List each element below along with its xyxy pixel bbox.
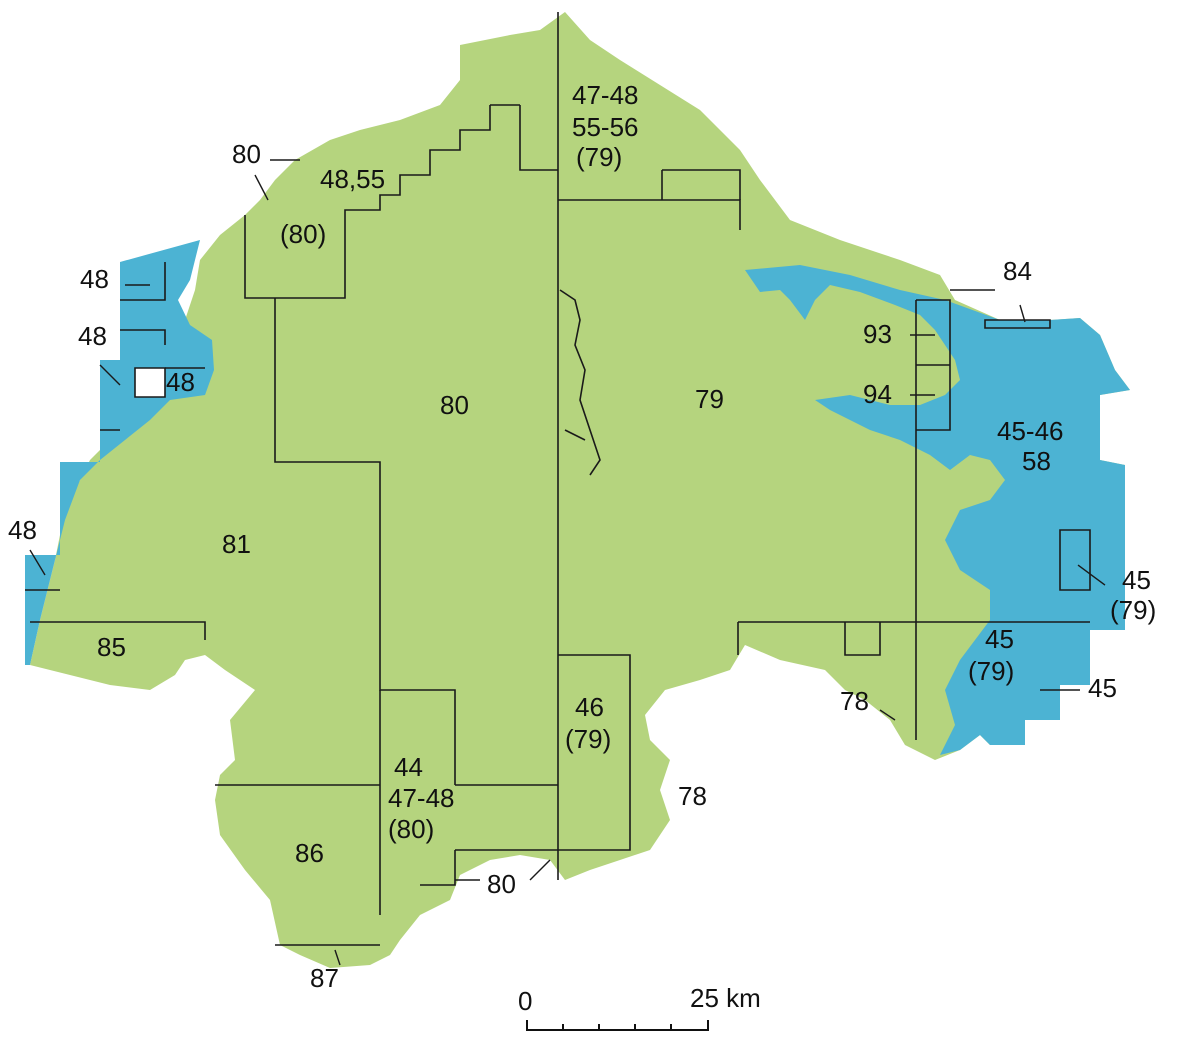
zone-label-44: 44 xyxy=(394,752,423,782)
zone-label-47-48-south: 47-48 xyxy=(388,783,455,813)
water-west xyxy=(25,240,214,665)
land-area xyxy=(30,12,1130,968)
zone-label-48-a: 48 xyxy=(80,264,109,294)
zone-label-55-56-north: 55-56 xyxy=(572,112,639,142)
zone-label-48-b: 48 xyxy=(78,321,107,351)
zone-label-78-a: 78 xyxy=(840,686,869,716)
zone-label-45-46: 45-46 xyxy=(997,416,1064,446)
zone-label-48-55: 48,55 xyxy=(320,164,385,194)
zone-label-46: 46 xyxy=(575,692,604,722)
zone-label-81: 81 xyxy=(222,529,251,559)
zone-label-85: 85 xyxy=(97,632,126,662)
water-pocket xyxy=(135,368,165,397)
zone-label-93: 93 xyxy=(863,319,892,349)
zone-label-80-paren-south: (80) xyxy=(388,814,434,844)
zone-label-45-right: 45 xyxy=(1122,565,1151,595)
scale-end-label: 25 km xyxy=(690,983,761,1013)
scale-bar: 0 25 km xyxy=(518,983,761,1031)
zone-label-79-paren-se: (79) xyxy=(968,656,1014,686)
zone-label-78-b: 78 xyxy=(678,781,707,811)
zone-label-87: 87 xyxy=(310,963,339,993)
zone-label-79-center: 79 xyxy=(695,384,724,414)
zone-label-48-c: 48 xyxy=(166,367,195,397)
zone-label-58: 58 xyxy=(1022,446,1051,476)
zone-label-80-nw: 80 xyxy=(232,139,261,169)
zone-label-84: 84 xyxy=(1003,256,1032,286)
zone-label-79-paren-right: (79) xyxy=(1110,595,1156,625)
zone-label-48-d: 48 xyxy=(8,515,37,545)
zone-label-80-center: 80 xyxy=(440,390,469,420)
zone-label-86: 86 xyxy=(295,838,324,868)
zone-label-45-se: 45 xyxy=(985,624,1014,654)
zone-label-79-paren-north: (79) xyxy=(576,142,622,172)
zone-label-80-paren-nw: (80) xyxy=(280,219,326,249)
zone-boundaries xyxy=(25,12,1091,946)
water-east-bay xyxy=(745,265,1130,755)
leader-lines xyxy=(29,159,1106,966)
zone-label-45-far: 45 xyxy=(1088,673,1117,703)
zone-label-79-paren-46: (79) xyxy=(565,724,611,754)
zone-label-47-48-north: 47-48 xyxy=(572,80,639,110)
scale-start-label: 0 xyxy=(518,986,532,1016)
zone-labels: 80 48,55 (80) 47-48 55-56 (79) 48 48 48 … xyxy=(8,80,1156,993)
zone-label-80-south: 80 xyxy=(487,869,516,899)
zone-label-94: 94 xyxy=(863,379,892,409)
